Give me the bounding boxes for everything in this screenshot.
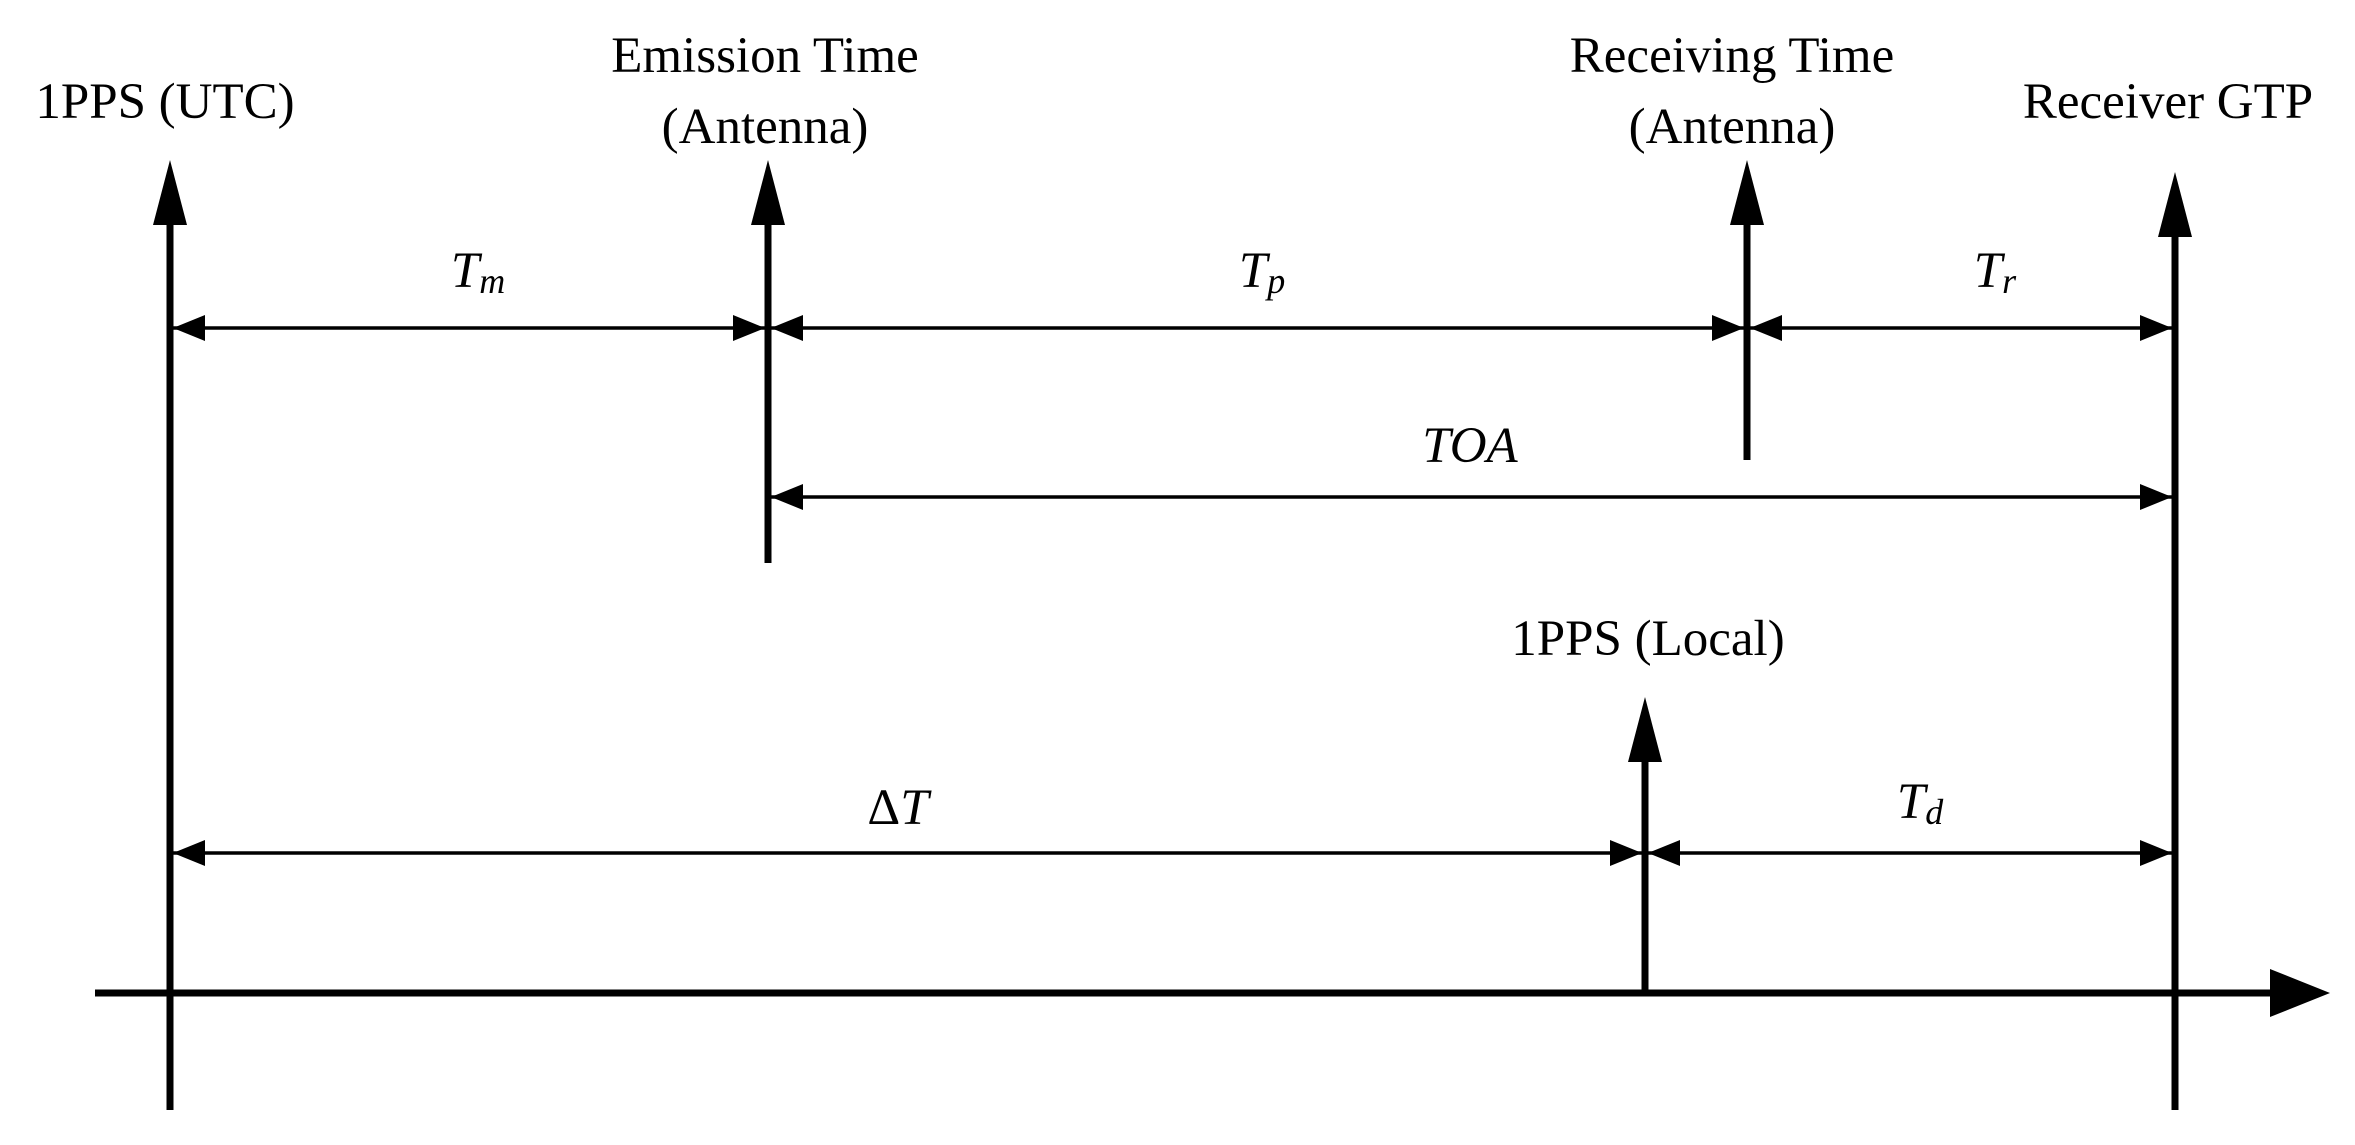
gtp-marker-label: Receiver GTP (2023, 74, 2313, 130)
tp-interval-arrow (771, 315, 1744, 341)
receiving-marker-arrowhead (1730, 160, 1764, 225)
utc-marker-arrowhead (153, 160, 187, 225)
delta-t-interval-arrow (173, 840, 1642, 866)
td-interval-arrow (1648, 840, 2172, 866)
time-axis (95, 969, 2330, 1017)
emission-marker-label-line2: (Antenna) (662, 99, 869, 155)
local-marker-label: 1PPS (Local) (1511, 611, 1784, 667)
tm-label: Tm (451, 243, 505, 301)
receiving-marker-label-line1: Receiving Time (1570, 28, 1894, 84)
toa-label: TOA (1422, 418, 1518, 474)
time-axis-arrowhead (2270, 969, 2330, 1017)
local-marker (1628, 697, 1662, 993)
gtp-marker-arrowhead (2158, 172, 2192, 237)
receiving-marker (1730, 160, 1764, 460)
utc-marker (153, 160, 187, 1110)
delta-t-label: ΔT (867, 780, 932, 836)
emission-marker-arrowhead (751, 160, 785, 225)
emission-marker (751, 160, 785, 563)
td-label: Td (1897, 774, 1944, 832)
local-marker-arrowhead (1628, 697, 1662, 762)
tr-interval-arrow (1750, 315, 2172, 341)
tp-label: Tp (1239, 243, 1285, 301)
receiving-marker-label-line2: (Antenna) (1629, 99, 1836, 155)
toa-interval-arrow (771, 484, 2172, 510)
tm-interval-arrow (173, 315, 765, 341)
tr-label: Tr (1974, 243, 2017, 301)
gtp-marker (2158, 172, 2192, 1110)
utc-marker-label: 1PPS (UTC) (35, 74, 294, 130)
emission-marker-label-line1: Emission Time (611, 28, 919, 84)
